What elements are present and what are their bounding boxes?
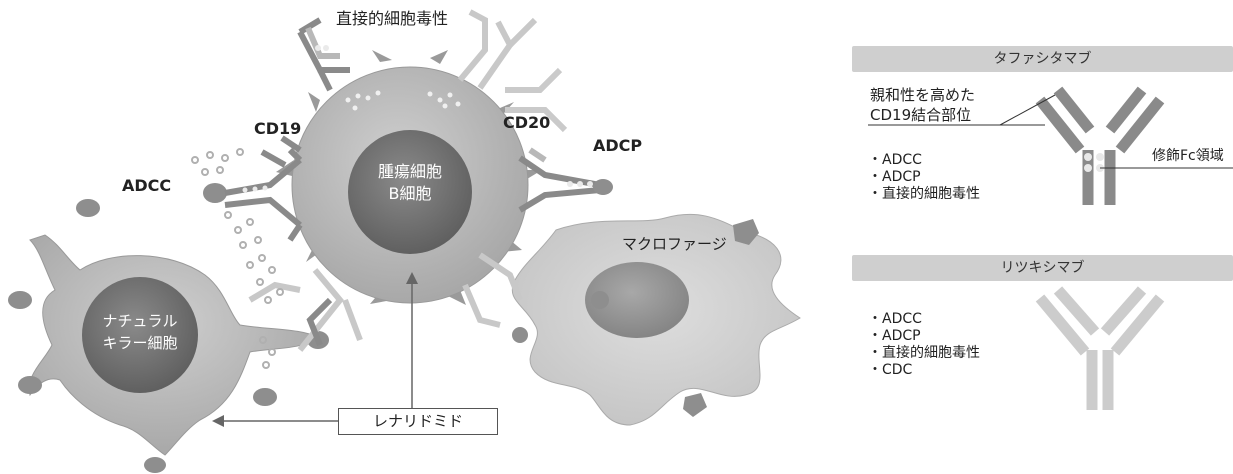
macrophage-label: マクロファージ [622, 235, 727, 253]
tafasitamab-fc-label: 修飾Fc領域 [1152, 148, 1224, 164]
tafasitamab-title-bar: タファシタマブ [852, 46, 1233, 72]
engulfed-particle [733, 219, 759, 245]
rituximab-mechanism-list: ・ADCC ・ADCP ・直接的細胞毒性 ・CDC [868, 311, 980, 379]
label-adcp: ADCP [593, 136, 643, 155]
list-item: ・直接的細胞毒性 [868, 186, 980, 202]
lenalidomide-box: レナリドミド [338, 408, 498, 435]
tumor-cell-label-line1: 腫瘍細胞 [377, 162, 442, 181]
nk-cell-label-line1: ナチュラル [102, 312, 178, 330]
label-adcc: ADCC [122, 176, 172, 195]
tafasitamab-annotation-line2: CD19結合部位 [870, 106, 972, 124]
tafasitamab-mechanism-list: ・ADCC ・ADCP ・直接的細胞毒性 [868, 152, 980, 203]
list-item: ・ADCC [868, 311, 922, 327]
tumor-nucleus [348, 130, 472, 254]
macrophage-nucleus [585, 262, 689, 338]
lenalidomide-arrows [212, 272, 418, 427]
macrophage-receptor [512, 327, 528, 343]
list-item: ・ADCP [868, 169, 921, 185]
granules [191, 148, 284, 369]
antibodies [224, 9, 613, 352]
tafasitamab-annotation-line1: 親和性を高めた [870, 86, 976, 104]
list-item: ・ADCC [868, 152, 922, 168]
nk-cell-label-line2: キラー細胞 [102, 334, 178, 352]
list-item: ・直接的細胞毒性 [868, 345, 980, 361]
label-cd19: CD19 [254, 119, 302, 138]
tumor-dots [345, 90, 461, 111]
rituximab-title-bar: リツキシマブ [852, 255, 1233, 281]
rituximab-antibody-icon [1035, 286, 1165, 410]
list-item: ・ADCP [868, 328, 921, 344]
tafasitamab-antibody-icon [1035, 86, 1165, 205]
nk-nucleus [82, 277, 198, 393]
annotation-lines [868, 94, 1233, 169]
engulfed-particle [683, 393, 707, 417]
label-direct-cytotoxicity: 直接的細胞毒性 [336, 9, 449, 28]
macrophage-receptor [591, 291, 609, 309]
tumor-cell-label-line2: B細胞 [388, 184, 432, 203]
list-item: ・CDC [868, 362, 913, 378]
label-cd20: CD20 [503, 113, 551, 132]
